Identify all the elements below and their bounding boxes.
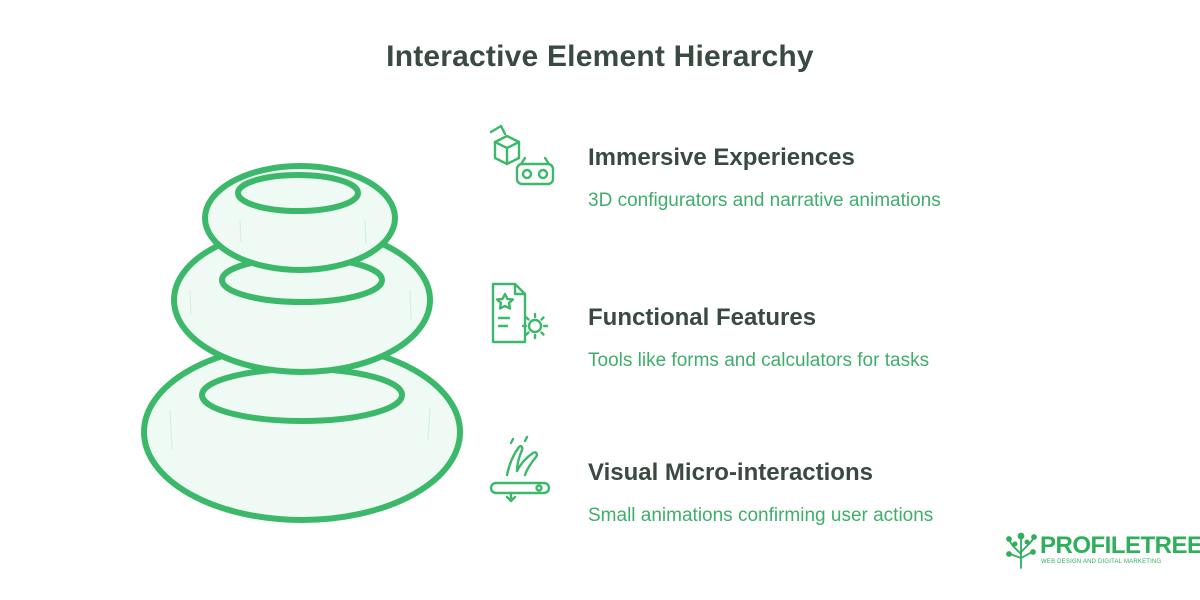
tier-description: Tools like forms and calculators for tas… [588, 350, 930, 371]
vr-headset-box-icon [489, 124, 555, 186]
ring-bottom-hole [199, 366, 405, 424]
document-star-gear-icon [491, 282, 549, 344]
ring-top-hole [235, 172, 361, 214]
tree-icon [1006, 532, 1037, 569]
tier-description: Small animations confirming user actions [588, 505, 934, 526]
profiletree-logo[interactable]: PROFILETREE WEB DESIGN AND DIGITAL MARKE… [1004, 530, 1200, 572]
touch-gesture-icon [489, 435, 551, 503]
tier-heading: Visual Micro-interactions [588, 459, 873, 486]
stacked-rings-illustration [141, 163, 463, 523]
tier-immersive-experiences: Immersive Experiences 3D configurators a… [485, 120, 1045, 230]
tier-heading: Functional Features [588, 304, 817, 331]
logo-wordmark: PROFILETREE [1040, 532, 1200, 559]
tier-visual-micro-interactions: Visual Micro-interactions Small animatio… [485, 435, 1045, 545]
tier-description: 3D configurators and narrative animation… [588, 190, 941, 211]
logo-tagline: WEB DESIGN AND DIGITAL MARKETING [1041, 559, 1162, 565]
tier-functional-features: Functional Features Tools like forms and… [485, 280, 1045, 390]
tier-heading: Immersive Experiences [588, 144, 855, 171]
page-title: Interactive Element Hierarchy [386, 40, 814, 73]
